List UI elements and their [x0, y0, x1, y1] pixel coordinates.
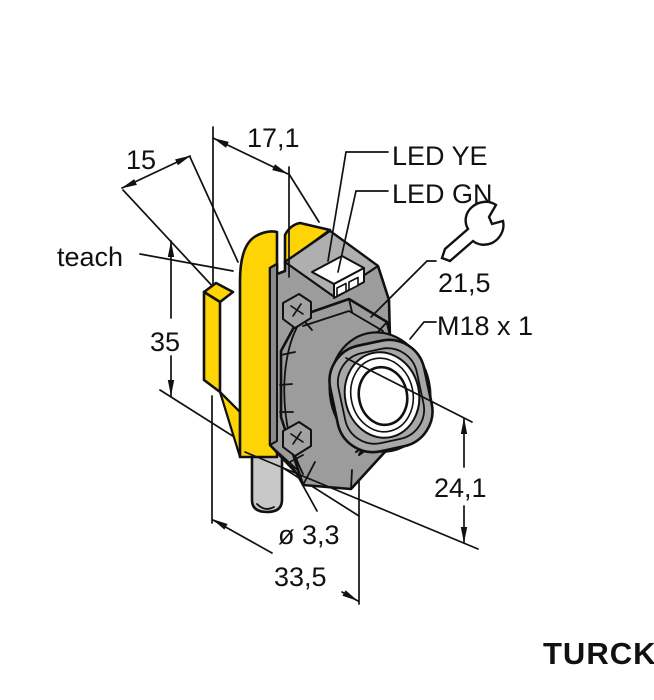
dim-label-35: 35: [150, 327, 180, 357]
led-indicator-2: [348, 276, 359, 291]
arrowhead: [213, 138, 229, 148]
arrowhead: [167, 241, 175, 257]
body-left-face: [269, 263, 278, 446]
dim-label-15: 15: [126, 145, 156, 175]
dim-label-17-1: 17,1: [247, 123, 300, 153]
thread-leader: [409, 321, 437, 340]
bracket-cut-edge: [218, 390, 242, 414]
dim-label-hole: ø 3,3: [278, 520, 340, 550]
arrowhead: [460, 527, 468, 543]
dim-35-arrows: [167, 241, 175, 396]
hole-leader: [290, 463, 318, 512]
sensor-illustration: [202, 221, 434, 514]
arrowhead: [342, 590, 358, 601]
lens-mid-ring: [349, 357, 415, 433]
arrowhead: [212, 519, 228, 530]
arrowhead: [272, 164, 288, 174]
dimension-annotations: [121, 137, 505, 602]
cap-inner-line: [336, 347, 426, 445]
bracket-back-side-face: [202, 290, 222, 394]
arrowhead: [167, 380, 175, 396]
wrench-icon: [440, 200, 505, 263]
led-ye-leader: [327, 151, 389, 262]
wrench-size-label: 21,5: [438, 268, 491, 298]
cable: [250, 448, 284, 514]
cable-body: [250, 448, 284, 514]
arrowhead: [175, 155, 191, 166]
arrowhead: [460, 418, 468, 434]
proj-line-15-front: [189, 156, 239, 263]
axis-ref-line: [345, 357, 473, 423]
front-plate: [238, 230, 279, 459]
led-gn-leader: [337, 190, 389, 273]
proj-line-15-back: [122, 189, 217, 291]
dim-label-33-5: 33,5: [274, 562, 327, 592]
wrench-size-leader: [370, 260, 437, 318]
clamp-screw-top: [282, 293, 312, 329]
led-indicator-1: [336, 282, 347, 297]
dim-label-24-1: 24,1: [434, 473, 487, 503]
drawing-labels: 17,1 15 teach 35 LED YE LED GN 21,5 M18 …: [57, 123, 654, 671]
arrowhead: [121, 179, 137, 189]
teach-label: teach: [57, 242, 123, 272]
bottom-ref-line: [244, 451, 479, 550]
logo-turck: TURCK: [543, 636, 654, 671]
thread-label: M18 x 1: [437, 311, 533, 341]
nut-inner-edge: [302, 310, 384, 332]
clamp-screw-bottom: [282, 421, 312, 457]
cable-end-curl: [256, 503, 275, 510]
teach-leader: [139, 253, 234, 272]
proj-line-171-corner: [288, 173, 320, 223]
led-ye-label: LED YE: [392, 141, 488, 171]
led-gn-label: LED GN: [392, 179, 493, 209]
lens: [357, 365, 409, 427]
